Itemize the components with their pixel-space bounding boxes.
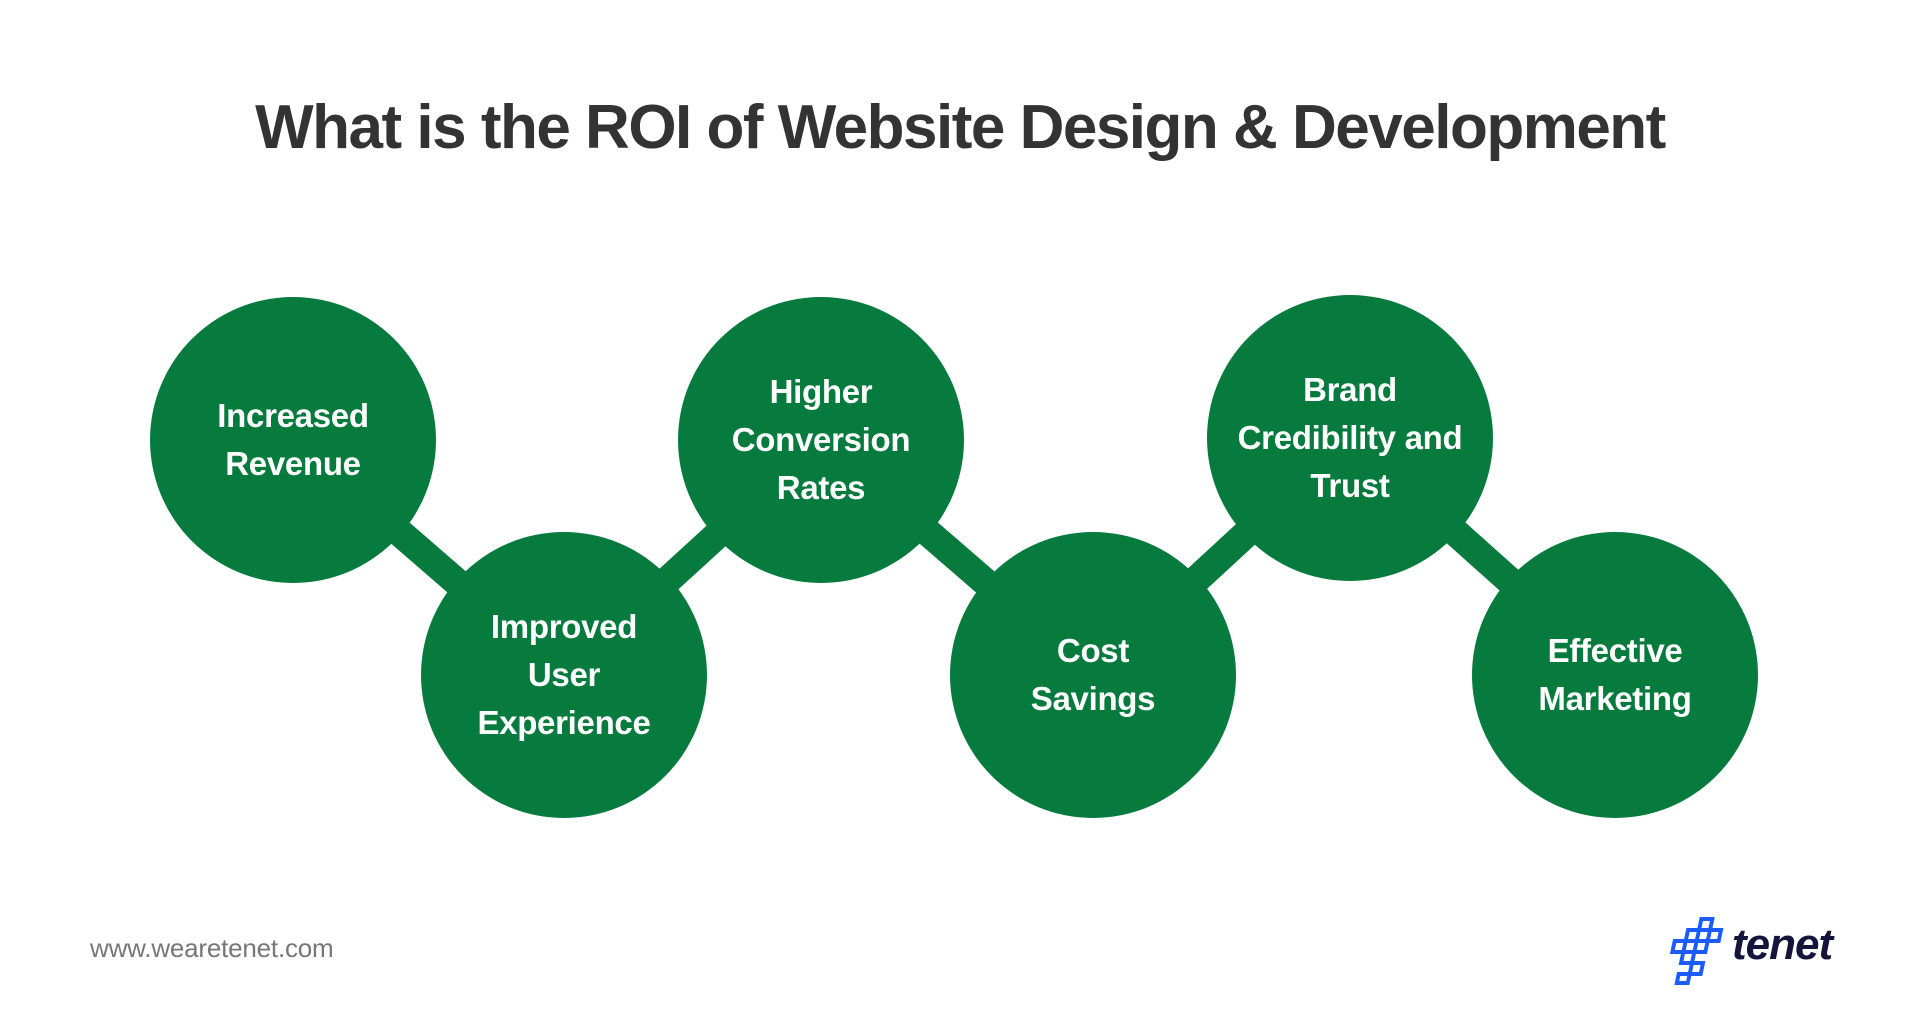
node-cost-savings: Cost Savings [950, 532, 1236, 818]
tenet-logo-text: tenet [1732, 920, 1833, 969]
node-brand-credibility-trust: Brand Credibility and Trust [1207, 295, 1493, 581]
tenet-logo-icon [1669, 917, 1724, 985]
node-label: Improved User Experience [477, 608, 651, 741]
node-higher-conversion-rates: Higher Conversion Rates [678, 297, 964, 583]
node-label: Cost Savings [1030, 632, 1156, 717]
node-effective-marketing: Effective Marketing [1472, 532, 1758, 818]
tenet-logo: tenet [1668, 916, 1838, 986]
node-label: Effective Marketing [1538, 632, 1692, 717]
node-increased-revenue: Increased Revenue [150, 297, 436, 583]
node-label: Higher Conversion Rates [731, 373, 911, 506]
node-label: Brand Credibility and Trust [1237, 371, 1463, 504]
page-title: What is the ROI of Website Design & Deve… [255, 93, 1666, 162]
website-url: www.wearetenet.com [90, 933, 334, 963]
node-label: Increased Revenue [217, 397, 369, 482]
node-improved-user-experience: Improved User Experience [421, 532, 707, 818]
